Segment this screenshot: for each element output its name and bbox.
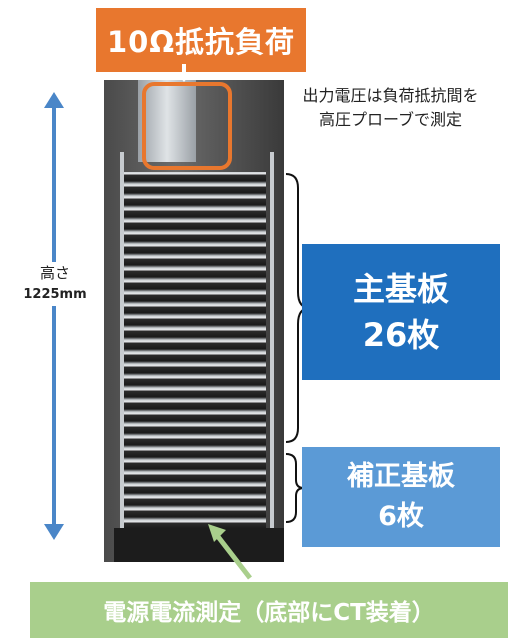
current-arrow-icon bbox=[208, 524, 252, 580]
height-title: 高さ bbox=[39, 264, 70, 282]
correction-board-box: 補正基板 6枚 bbox=[302, 447, 500, 547]
height-label: 高さ 1225mm bbox=[10, 262, 100, 306]
note-line-1: 出力電圧は負荷抵抗間を bbox=[302, 86, 479, 105]
main-board-title: 主基板 bbox=[352, 270, 449, 308]
height-arrow-up-icon bbox=[44, 92, 64, 108]
board-stack bbox=[124, 172, 266, 552]
load-arrow-head-icon bbox=[176, 72, 192, 82]
load-arrow-line bbox=[182, 64, 186, 78]
height-value: 1225mm bbox=[23, 287, 87, 302]
note-line-2: 高圧プローブで測定 bbox=[318, 110, 463, 129]
correction-board-title: 補正基板 bbox=[347, 461, 455, 492]
height-arrow-down-icon bbox=[44, 524, 64, 540]
stack-base bbox=[114, 528, 284, 562]
height-arrow-line bbox=[52, 104, 56, 528]
main-board-count: 26枚 bbox=[362, 316, 440, 354]
stack-frame bbox=[120, 152, 274, 556]
current-measurement-label: 電源電流測定（底部にCT装着） bbox=[30, 582, 508, 638]
resistor-highlight-box bbox=[142, 82, 232, 170]
voltage-measurement-note: 出力電圧は負荷抵抗間を 高圧プローブで測定 bbox=[268, 84, 513, 132]
load-resistor-label: 10Ω抵抗負荷 bbox=[96, 8, 306, 72]
board-stack-photo bbox=[104, 80, 284, 562]
main-board-box: 主基板 26枚 bbox=[302, 244, 500, 380]
correction-board-count: 6枚 bbox=[378, 501, 424, 532]
